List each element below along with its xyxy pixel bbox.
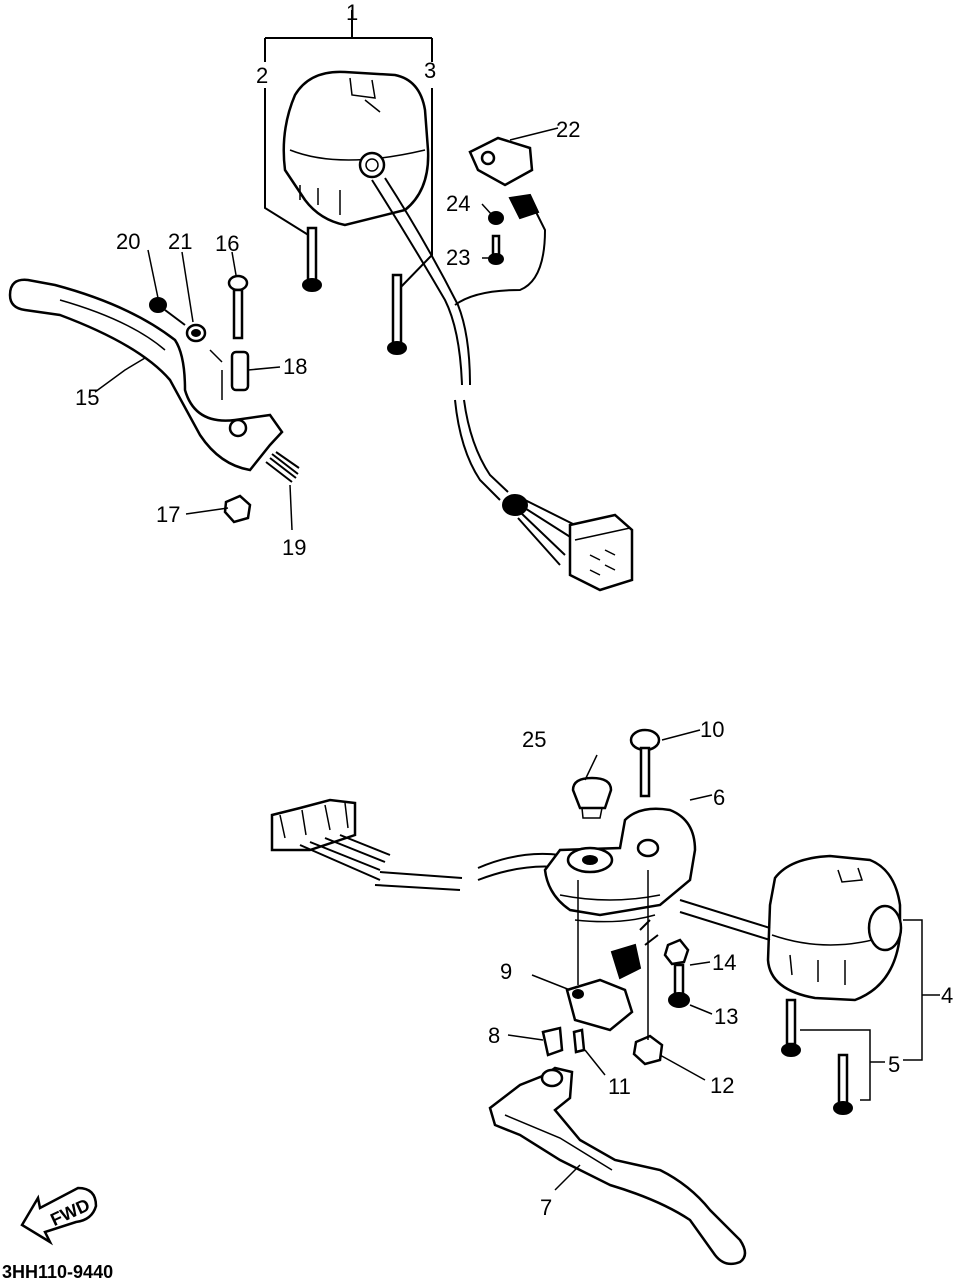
label-20: 20 (116, 229, 140, 254)
screw-23 (488, 234, 504, 265)
screw-10 (629, 728, 661, 798)
nut-12 (632, 1034, 664, 1066)
left-handlebar-switch-assembly (264, 10, 634, 592)
label-4: 4 (941, 983, 953, 1008)
nut-17 (223, 494, 252, 524)
label-15: 15 (75, 385, 99, 410)
label-6: 6 (713, 785, 725, 810)
spring-19 (265, 451, 300, 483)
bolt-16 (227, 274, 249, 340)
label-13: 13 (714, 1004, 738, 1029)
label-5: 5 (888, 1052, 900, 1077)
clutch-lever-15 (8, 278, 284, 472)
label-11: 11 (608, 1074, 631, 1099)
label-24: 24 (446, 191, 470, 216)
bolt-20 (149, 297, 186, 326)
label-9: 9 (500, 959, 512, 984)
label-19: 19 (282, 535, 306, 560)
leader-lines (94, 127, 940, 1191)
label-22: 22 (556, 117, 580, 142)
label-17: 17 (156, 502, 180, 527)
label-7: 7 (540, 1195, 552, 1220)
diagram-code: 3HH110-9440 (2, 1262, 113, 1282)
clutch-lever-assembly (8, 274, 300, 524)
label-8: 8 (488, 1023, 500, 1048)
screw-5b (833, 1053, 853, 1115)
part-labels: 1 2 3 22 24 23 20 21 16 18 15 17 19 25 1… (75, 0, 953, 1220)
nut-21 (185, 323, 207, 343)
master-cylinder-6 (543, 807, 697, 923)
screw-3 (387, 273, 407, 355)
screw-11 (572, 1028, 586, 1054)
bottom-wire-connector (270, 798, 463, 891)
washer-24 (488, 211, 504, 225)
collar-18 (230, 350, 250, 392)
label-16: 16 (215, 231, 239, 256)
collar-8 (541, 1026, 564, 1057)
brake-switch-9 (565, 943, 642, 1032)
label-23: 23 (446, 245, 470, 270)
label-10: 10 (700, 717, 724, 742)
brake-lever-7 (488, 1066, 747, 1266)
cap-25 (571, 776, 613, 819)
label-21: 21 (168, 229, 192, 254)
right-switch-housing-4 (766, 854, 903, 1002)
nut-14 (663, 938, 690, 966)
label-12: 12 (710, 1073, 734, 1098)
label-2: 2 (256, 63, 268, 88)
label-25: 25 (522, 727, 546, 752)
right-handlebar-switch-assembly (270, 728, 903, 1266)
screw-2 (302, 226, 322, 292)
left-switch-housing (282, 70, 430, 227)
label-14: 14 (712, 950, 736, 975)
label-18: 18 (283, 354, 307, 379)
bolt-13 (668, 963, 690, 1008)
clutch-switch-22 (468, 136, 540, 220)
forward-direction-arrow: FWD (20, 1186, 98, 1246)
top-wire-connector (502, 494, 634, 592)
screw-5a (781, 998, 801, 1057)
label-3: 3 (424, 58, 436, 83)
label-1: 1 (346, 0, 358, 25)
